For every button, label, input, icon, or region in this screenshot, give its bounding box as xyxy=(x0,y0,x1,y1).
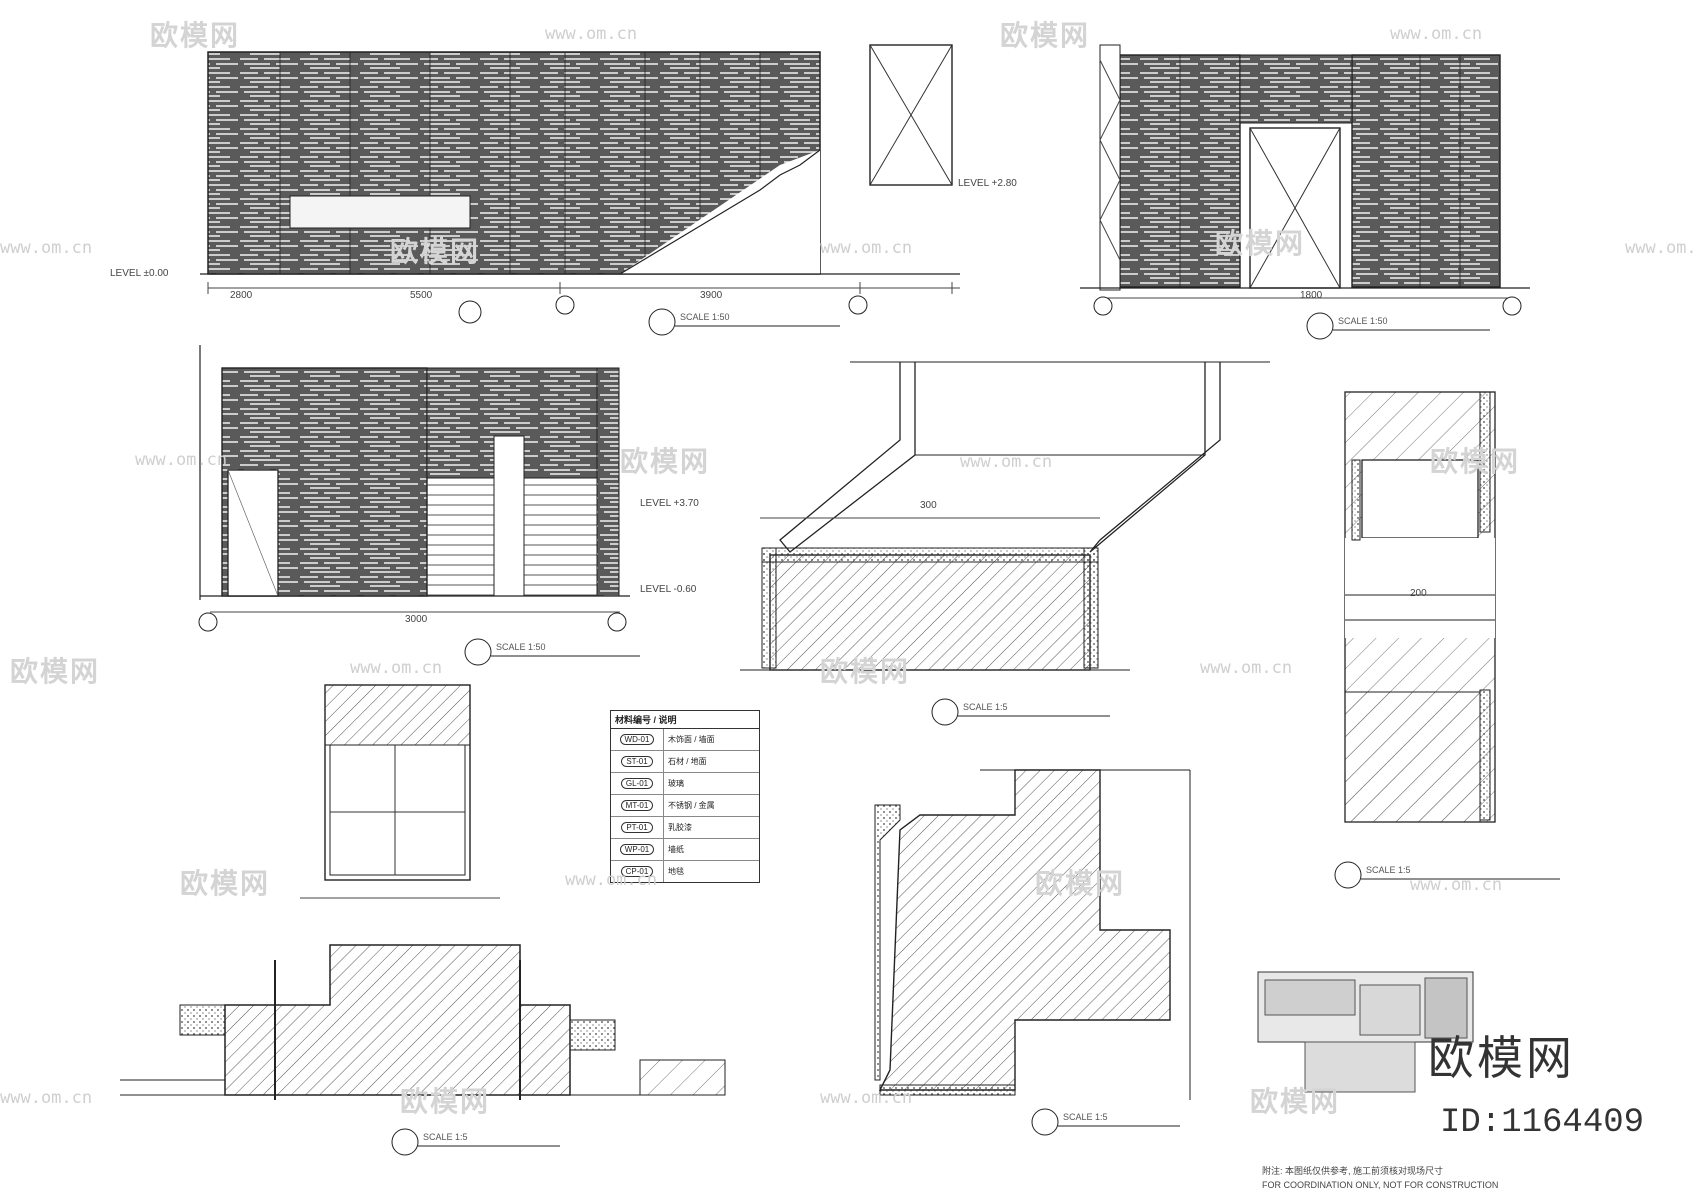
legend-row: ST-01 石材 / 地面 xyxy=(611,751,759,773)
view-08-title: SCALE 1:5 xyxy=(1063,1112,1108,1122)
legend-desc: 墙纸 xyxy=(668,845,684,854)
legend-code: WP-01 xyxy=(619,844,655,855)
legend-row: CP-01 地毯 xyxy=(611,861,759,882)
view-05-title: SCALE 1:5 xyxy=(1366,865,1411,875)
section-07 xyxy=(120,944,726,1154)
legend-desc: 不锈钢 / 金属 xyxy=(668,801,715,810)
elevation-03 xyxy=(198,345,630,632)
level-marker: LEVEL +2.80 xyxy=(958,178,1017,189)
legend-desc: 乳胶漆 xyxy=(668,823,692,832)
view-04-title: SCALE 1:5 xyxy=(963,702,1008,712)
legend-code: GL-01 xyxy=(620,778,654,789)
dimension: 300 xyxy=(920,500,937,511)
legend-row: GL-01 玻璃 xyxy=(611,773,759,795)
legend-desc: 石材 / 地面 xyxy=(668,757,707,766)
legend-desc: 木饰面 / 墙面 xyxy=(668,735,715,744)
legend-row: MT-01 不锈钢 / 金属 xyxy=(611,795,759,817)
legend-code: WD-01 xyxy=(619,734,655,745)
view-03-title: SCALE 1:50 xyxy=(496,642,546,652)
footnote-line-1: 附注: 本图纸仅供参考, 施工前须核对现场尺寸 xyxy=(1262,1166,1444,1176)
view-callouts xyxy=(391,308,1560,1156)
legend-code: CP-01 xyxy=(620,866,654,877)
section-04 xyxy=(740,361,1270,671)
section-06 xyxy=(300,684,500,899)
brand-logo-text: 欧模网 xyxy=(1428,1031,1575,1085)
view-01-title: SCALE 1:50 xyxy=(680,312,730,322)
elevation-02 xyxy=(1080,44,1530,316)
section-08 xyxy=(874,769,1191,1134)
level-marker: LEVEL +3.70 xyxy=(640,498,699,509)
legend-code: PT-01 xyxy=(621,822,653,833)
legend-desc: 地毯 xyxy=(668,867,684,876)
legend-row: WD-01 木饰面 / 墙面 xyxy=(611,729,759,751)
view-02-title: SCALE 1:50 xyxy=(1338,316,1388,326)
dimension: 3900 xyxy=(700,290,723,301)
legend-row: PT-01 乳胶漆 xyxy=(611,817,759,839)
dimension: 2800 xyxy=(230,290,253,301)
legend-header: 材料编号 / 说明 xyxy=(611,711,759,729)
elevation-01 xyxy=(200,44,960,324)
model-id: ID:1164409 xyxy=(1440,1104,1645,1142)
dimension: 5500 xyxy=(410,290,433,301)
view-07-title: SCALE 1:5 xyxy=(423,1132,468,1142)
level-marker: LEVEL ±0.00 xyxy=(110,268,169,279)
legend-code: ST-01 xyxy=(621,756,653,767)
footnote-line-2: FOR COORDINATION ONLY, NOT FOR CONSTRUCT… xyxy=(1262,1180,1499,1190)
dimension: 1800 xyxy=(1300,290,1323,301)
section-05 xyxy=(1336,391,1496,887)
dimension: 3000 xyxy=(405,614,428,625)
legend-code: MT-01 xyxy=(620,800,654,811)
material-legend: 材料编号 / 说明 WD-01 木饰面 / 墙面 ST-01 石材 / 地面 GL-… xyxy=(610,710,760,883)
key-plan xyxy=(1257,971,1474,1093)
legend-desc: 玻璃 xyxy=(668,779,684,788)
legend-row: WP-01 墙纸 xyxy=(611,839,759,861)
dimension: 200 xyxy=(1410,588,1427,599)
level-marker: LEVEL -0.60 xyxy=(640,584,697,595)
